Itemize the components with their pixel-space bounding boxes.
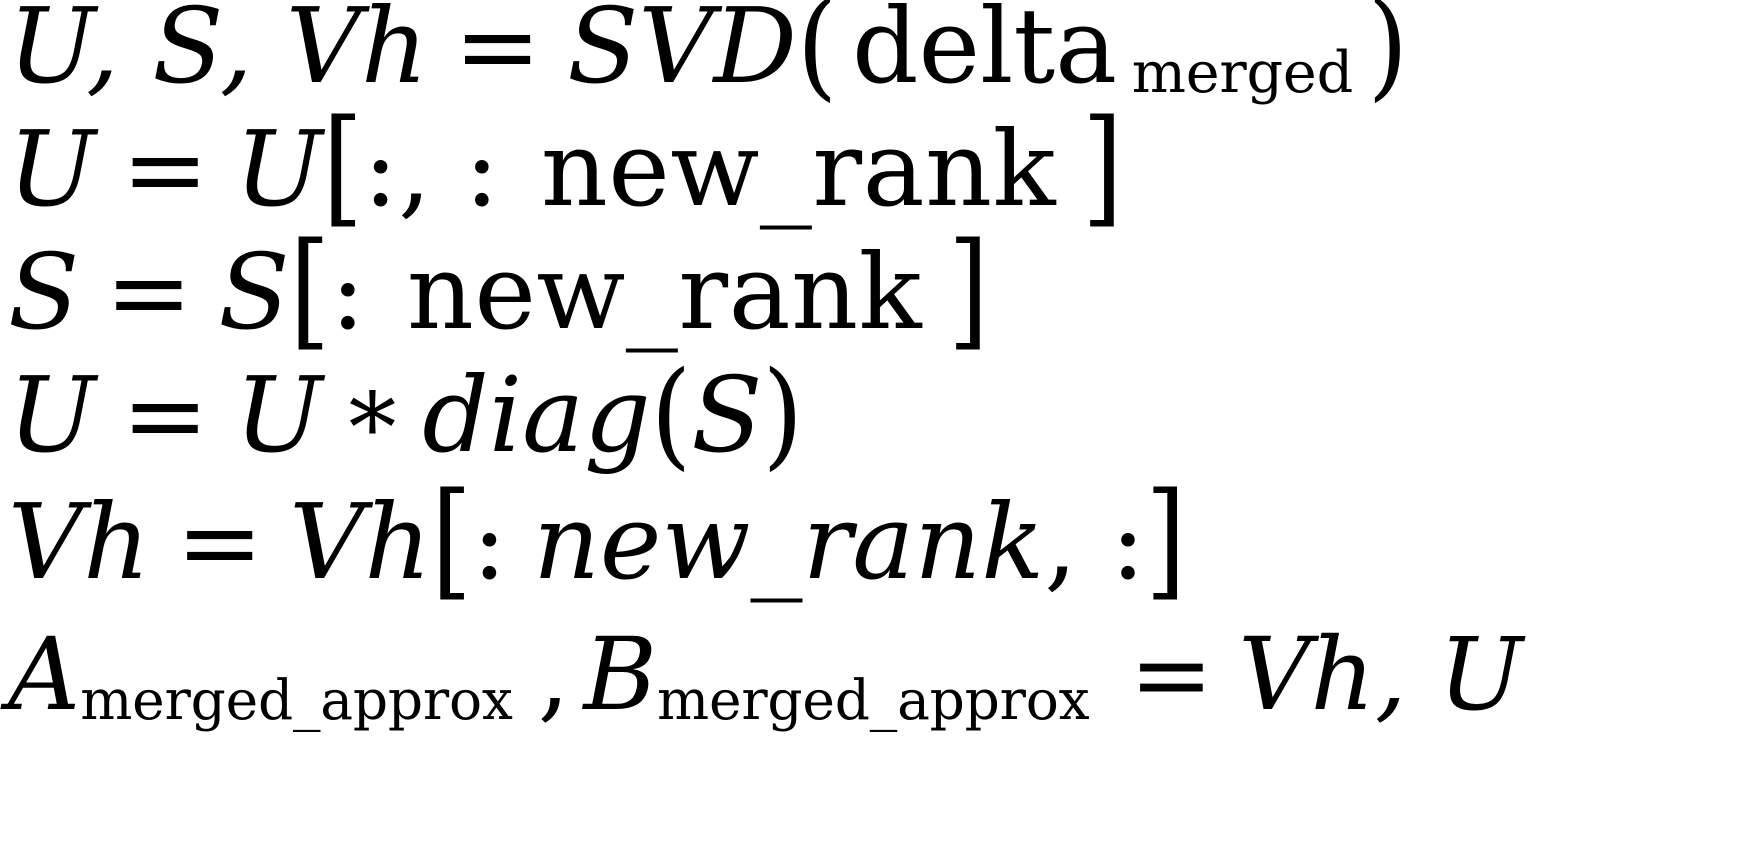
- slice-index: :: [471, 481, 507, 603]
- subscript-merged: merged: [1131, 40, 1353, 107]
- equation-line-4: U=U*diag(S): [8, 355, 803, 475]
- variable-S-lhs: S: [8, 231, 80, 353]
- subscript-merged-approx-b: merged_approx: [657, 667, 1090, 732]
- slice-index-tail: , :: [1044, 481, 1146, 603]
- variable-U-rhs: U: [234, 354, 323, 476]
- equals-sign: =: [453, 0, 542, 107]
- close-bracket: ]: [948, 214, 989, 364]
- variable-S-rhs: S: [218, 231, 290, 353]
- variable-B: B: [583, 616, 658, 733]
- open-bracket: [: [322, 91, 364, 241]
- variable-Vh-rhs: Vh: [289, 481, 432, 603]
- variable-A: A: [8, 616, 81, 733]
- equation-line-6: Amerged_approx,Bmerged_approx=Vh, U: [8, 625, 1523, 728]
- open-paren: (: [796, 0, 838, 113]
- close-bracket: ]: [1082, 91, 1123, 241]
- argument-S: S: [691, 354, 763, 476]
- variable-U-lhs: U: [8, 108, 96, 230]
- open-bracket: [: [431, 464, 472, 614]
- equals-sign: =: [121, 108, 209, 230]
- index-name-new-rank: new_rank: [406, 231, 923, 353]
- open-paren: (: [650, 345, 692, 482]
- variable-U-lhs: U: [8, 354, 96, 476]
- comma-separator: ,: [537, 616, 570, 733]
- equation-line-2: U=U[:, :new_rank]: [8, 103, 1123, 230]
- variable-U: U, S, Vh: [8, 0, 428, 107]
- function-diag: diag: [422, 354, 651, 476]
- equation-line-3: S=S[:new_rank]: [8, 226, 989, 353]
- equals-sign: =: [176, 481, 264, 603]
- argument-delta: delta: [851, 0, 1118, 107]
- equation-line-5: Vh=Vh[:new_rank, :]: [8, 476, 1186, 603]
- rhs-vh-u: Vh, U: [1238, 616, 1523, 733]
- index-name-new-rank: new_rank: [532, 481, 1045, 603]
- subscript-merged-approx-a: merged_approx: [80, 667, 513, 732]
- function-svd: SVD: [567, 0, 797, 107]
- equals-sign: =: [121, 354, 209, 476]
- open-bracket: [: [289, 214, 331, 364]
- close-paren: ): [762, 345, 804, 482]
- slice-index: :: [330, 231, 366, 353]
- multiplication-operator: *: [348, 371, 397, 484]
- equals-sign: =: [105, 231, 193, 353]
- close-bracket: ]: [1145, 464, 1186, 614]
- variable-U-rhs: U: [234, 108, 323, 230]
- equals-sign: =: [1129, 616, 1214, 733]
- slice-index: :, :: [363, 108, 500, 230]
- index-name-new-rank: new_rank: [540, 108, 1057, 230]
- variable-Vh-lhs: Vh: [8, 481, 151, 603]
- close-paren: ): [1367, 0, 1409, 113]
